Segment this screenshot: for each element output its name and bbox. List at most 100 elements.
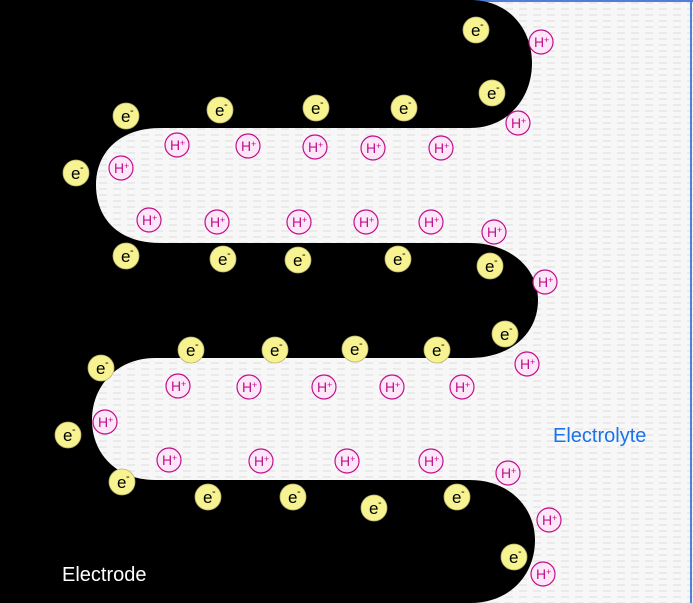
proton: H+ [532, 269, 558, 295]
proton: H+ [418, 209, 444, 235]
electron: e- [209, 245, 237, 273]
electron-symbol: e [350, 340, 359, 359]
electron-charge: - [279, 339, 283, 351]
electron-charge: - [126, 471, 130, 483]
proton-symbol: H [534, 34, 544, 50]
electron-circle [384, 245, 412, 273]
electron: e- [462, 16, 490, 44]
proton-charge: + [327, 380, 332, 390]
proton-symbol: H [292, 214, 302, 230]
proton-circle [311, 374, 337, 400]
electron-charge: - [494, 255, 498, 267]
proton-symbol: H [210, 214, 220, 230]
electron: e- [360, 494, 388, 522]
electron-symbol: e [311, 99, 320, 118]
electron-symbol: e [471, 21, 480, 40]
proton: H+ [379, 374, 405, 400]
electron: e- [476, 252, 504, 280]
proton: H+ [164, 132, 190, 158]
electron-charge: - [509, 323, 513, 335]
electron-symbol: e [393, 250, 402, 269]
proton-charge: + [181, 379, 186, 389]
proton: H+ [235, 133, 261, 159]
proton: H+ [204, 209, 230, 235]
proton-charge: + [465, 380, 470, 390]
proton-symbol: H [171, 378, 181, 394]
electron-circle [360, 494, 388, 522]
electron-symbol: e [63, 426, 72, 445]
proton: H+ [156, 447, 182, 473]
electron-circle [87, 354, 115, 382]
proton-symbol: H [542, 512, 552, 528]
electron-symbol: e [485, 257, 494, 276]
proton-circle [165, 373, 191, 399]
proton-circle [334, 448, 360, 474]
proton-symbol: H [241, 138, 251, 154]
proton-circle [514, 351, 540, 377]
proton-circle [92, 409, 118, 435]
proton: H+ [528, 29, 554, 55]
electron-charge: - [80, 162, 84, 174]
proton-symbol: H [511, 115, 521, 131]
proton-circle [379, 374, 405, 400]
proton-charge: + [152, 213, 157, 223]
proton: H+ [360, 135, 386, 161]
electron-circle [341, 335, 369, 363]
electron-circle [284, 246, 312, 274]
proton-charge: + [511, 466, 516, 476]
electron: e- [261, 336, 289, 364]
proton-charge: + [264, 454, 269, 464]
proton-circle [164, 132, 190, 158]
electron-circle [209, 245, 237, 273]
electron-symbol: e [121, 247, 130, 266]
electron-charge: - [461, 486, 465, 498]
proton: H+ [286, 209, 312, 235]
proton-charge: + [220, 215, 225, 225]
proton: H+ [505, 110, 531, 136]
electron-circle [462, 16, 490, 44]
proton-charge: + [350, 454, 355, 464]
proton-circle [505, 110, 531, 136]
proton-circle [532, 269, 558, 295]
electron-symbol: e [509, 548, 518, 567]
proton-symbol: H [455, 379, 465, 395]
proton-charge: + [544, 35, 549, 45]
electron-symbol: e [215, 101, 224, 120]
electron-charge: - [408, 97, 412, 109]
electron: e- [54, 421, 82, 449]
electrolyte-label: Electrolyte [553, 425, 646, 447]
electron-circle [112, 102, 140, 130]
electron: e- [390, 94, 418, 122]
electron-charge: - [195, 339, 199, 351]
proton-charge: + [376, 141, 381, 151]
proton-symbol: H [434, 140, 444, 156]
electron: e- [194, 483, 222, 511]
electron-circle [390, 94, 418, 122]
proton: H+ [248, 448, 274, 474]
proton-circle [418, 448, 444, 474]
proton-symbol: H [359, 214, 369, 230]
electron-charge: - [227, 248, 231, 260]
electron-symbol: e [203, 488, 212, 507]
electron-charge: - [359, 338, 363, 350]
proton-circle [418, 209, 444, 235]
proton: H+ [449, 374, 475, 400]
electron-charge: - [480, 19, 484, 31]
electron: e- [302, 94, 330, 122]
proton-charge: + [497, 225, 502, 235]
proton-symbol: H [98, 414, 108, 430]
electron: e- [112, 102, 140, 130]
proton-circle [353, 209, 379, 235]
electron-circle [54, 421, 82, 449]
electron-circle [478, 79, 506, 107]
proton-charge: + [548, 275, 553, 285]
electron-circle [62, 159, 90, 187]
proton: H+ [353, 209, 379, 235]
proton-symbol: H [170, 137, 180, 153]
electron-circle [302, 94, 330, 122]
proton-symbol: H [385, 379, 395, 395]
electron-symbol: e [288, 488, 297, 507]
proton-circle [528, 29, 554, 55]
proton-circle [428, 135, 454, 161]
